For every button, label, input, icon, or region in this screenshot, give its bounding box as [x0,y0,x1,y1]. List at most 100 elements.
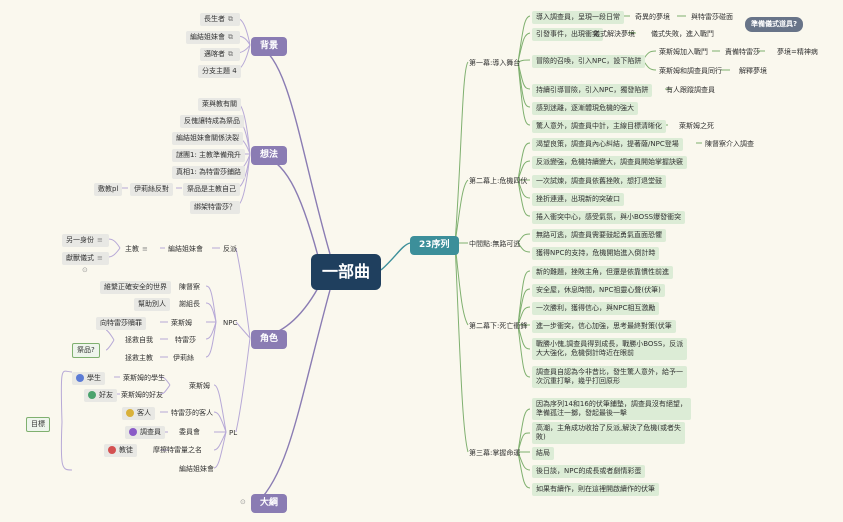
list-item[interactable]: 反派 [223,245,237,253]
notes-icon[interactable]: ≡ [142,245,148,253]
list-item[interactable]: 伊莉絲反對 [130,183,173,196]
list-item[interactable]: 陳督察 [179,283,200,291]
summary-node-goal[interactable]: 目標 [26,417,50,432]
list-item[interactable]: 萊斯姆的學生 [123,374,165,382]
root-node[interactable]: 一部曲 [311,254,381,290]
list-item[interactable]: 如果有續作，則在這裡開啟續作的伏筆 [532,483,659,496]
list-item[interactable]: 長生者⧉ [200,13,240,26]
list-item[interactable]: 謝組長 [179,300,200,308]
list-item[interactable]: 真相1: 為特雷莎鋪路 [172,166,246,179]
list-item[interactable]: 奇異的夢境 [635,13,670,21]
list-item[interactable]: 捲入衝突中心，感受氣氛，與小BOSS爆發衝突 [532,211,686,224]
branch-23-sequence[interactable]: 23序列 [410,236,459,255]
list-item[interactable]: 感到迷離，逐漸體現危機的強大 [532,102,638,115]
branch-outline[interactable]: 大綱 [251,494,288,513]
list-item-multiline[interactable]: 戰勝小傀,調查員得到成長，戰勝小BOSS，反派大大強化，危機倒計時近在眼前 [532,338,688,360]
list-item[interactable]: 編結姐妹會關係決裂 [172,132,243,145]
list-item[interactable]: 萊與教有關 [198,98,241,111]
act-3-title[interactable]: 第三幕:掌握命運 [469,449,521,457]
list-item[interactable]: 萊斯姆 [189,382,210,390]
list-item[interactable]: 反派變強，危機持續變大，調查員開始掌握訣竅 [532,156,687,169]
external-link-icon[interactable]: ⧉ [228,33,233,41]
act-1-title[interactable]: 第一幕:導入舞台 [469,59,521,67]
list-item[interactable]: 主教≡ [122,243,153,256]
list-item[interactable]: 安全屋，休息時間，NPC祖靈心聲(伏筆) [532,284,665,297]
midpoint-title[interactable]: 中間點:無路可逃 [469,240,521,248]
list-item[interactable]: 調查員 [125,426,165,439]
list-item[interactable]: 特雷莎 [175,336,196,344]
list-item[interactable]: 獲得NPC的支持，危機開始進入倒計時 [532,247,660,260]
list-item[interactable]: 解釋夢境 [739,67,767,75]
list-item[interactable]: 儀式解決夢境 [593,30,635,38]
list-item[interactable]: 特雷莎的客人 [171,409,213,417]
list-item[interactable]: 編結姐妹會⧉ [186,31,240,44]
list-item[interactable]: 儀式失敗，進入戰鬥 [651,30,714,38]
notes-icon[interactable]: ≡ [97,236,103,244]
list-item[interactable]: 幫助別人 [134,298,170,311]
list-item[interactable]: 另一身份≡ [62,234,109,247]
list-item-multiline[interactable]: 調查員自認為今非昔比，發生驚人意外，給予一次沉重打擊，幾乎打回原形 [532,366,687,388]
list-item[interactable]: 好友 [84,389,117,402]
list-item[interactable]: 一次試煉，調查員依舊挫敗，想打退堂鼓 [532,175,666,188]
list-item[interactable]: 拯救自我 [125,336,153,344]
list-item[interactable]: 敷教pl [94,183,123,196]
list-item[interactable]: 教徒 [104,444,137,457]
list-item[interactable]: NPC [223,319,238,327]
list-item[interactable]: 無路可逃，調查員需要鼓起勇氣直面恐懼 [532,229,666,242]
list-item[interactable]: 後日談，NPC的成長或者劇情彩蛋 [532,465,646,478]
act-2a-title[interactable]: 第二幕上:危機四伏 [469,177,528,185]
list-item[interactable]: 引發事件，出現衝突 [532,28,603,41]
list-item[interactable]: 挫折連連，出現新的突破口 [532,193,624,206]
list-item[interactable]: 維繫正確安全的世界 [100,281,171,294]
list-item[interactable]: 一次勝利，獲得信心，與NPC相互激勵 [532,302,660,315]
list-item[interactable]: 驚人意外，調查員中計，主線目標清晰化 [532,120,666,133]
list-item[interactable]: 責備特雷莎 [725,48,760,56]
list-item[interactable]: 持續引導冒險，引入NPC，獨發陷阱 [532,84,653,97]
list-item[interactable]: 反傀讓特成為祭品 [180,115,244,128]
list-item[interactable]: 萊斯姆的好友 [121,391,163,399]
list-item[interactable]: 與特雷莎碰面 [691,13,733,21]
list-item[interactable]: 萊斯姆 [171,319,192,327]
list-item[interactable]: 學生 [72,372,105,385]
list-item[interactable]: 分支主題 4 [198,65,241,78]
list-item[interactable]: 有人跟蹤調查員 [666,86,715,94]
list-item[interactable]: 客人 [122,407,155,420]
external-link-icon[interactable]: ⧉ [228,50,233,58]
list-item[interactable]: 新的難題，挫敗主角，但還是依靠慣性前進 [532,266,673,279]
external-link-icon[interactable]: ⧉ [228,15,233,23]
list-item[interactable]: 導入調查員，呈現一段日常 [532,11,624,24]
list-item-multiline[interactable]: 高潮，主角成功收拾了反派,解決了危機(或者失敗) [532,422,685,444]
list-item-multiline[interactable]: 因為序列14和16的伏筆鋪墊，調查員沒有絕望，準備孤注一擲，發起最後一擊 [532,398,691,420]
notes-icon[interactable]: ≡ [97,254,103,262]
collapse-icon[interactable]: ⊙ [240,498,246,506]
list-item[interactable]: 拯救主教 [125,354,153,362]
floating-topic[interactable]: 準備儀式道具? [745,17,804,32]
list-item[interactable]: 綁架特雷莎？ [190,201,240,214]
list-item[interactable]: 冒險的召喚，引入NPC，設下陷阱 [532,55,646,68]
list-item[interactable]: 邁喀者⧉ [200,48,240,61]
list-item[interactable]: 渴望良策，調查員內心糾結，提著薩/NPC登場 [532,138,683,151]
list-item[interactable]: 伊莉絲 [173,354,194,362]
list-item[interactable]: 祭品是主教自己 [183,183,240,196]
branch-ideas[interactable]: 想法 [251,146,288,165]
list-item[interactable]: 夢境=精神病 [777,48,818,56]
list-item[interactable]: 摩擦特雷量之名 [153,446,202,454]
list-item[interactable]: 謎團1: 主教準備飛升 [172,149,246,162]
list-item[interactable]: 獻獸儀式≡ [62,252,109,265]
list-item[interactable]: 萊斯姆加入戰鬥 [659,48,708,56]
branch-background[interactable]: 背景 [251,37,288,56]
list-item[interactable]: 萊斯姆和調查員同行 [659,67,722,75]
list-item[interactable]: 結局 [532,447,554,460]
list-item[interactable]: 進一步衝突，信心加強，思考最終對策(伏筆 [532,320,676,333]
list-item[interactable]: 委員會 [179,428,200,436]
list-item[interactable]: PL [229,429,238,437]
list-item[interactable]: 向特雷莎贖罪 [96,317,146,330]
act-2b-title[interactable]: 第二幕下:死亡衝鋒 [469,322,528,330]
branch-roles[interactable]: 角色 [251,330,288,349]
summary-node[interactable]: 祭品? [72,343,100,358]
list-item[interactable]: 編結姐妹會 [179,465,214,473]
list-item[interactable]: 編結姐妹會 [168,245,203,253]
collapse-icon[interactable]: ⊙ [82,266,88,274]
list-item[interactable]: 陳督察介入調查 [705,140,754,148]
list-item[interactable]: 萊斯姆之死 [679,122,714,130]
